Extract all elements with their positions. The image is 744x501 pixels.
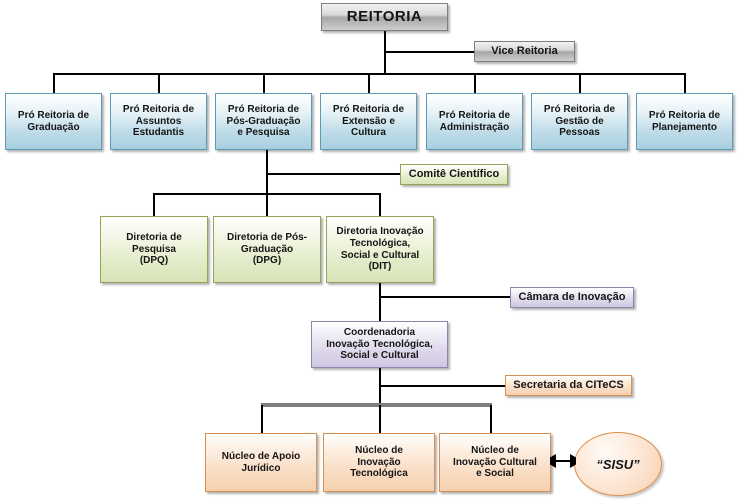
node-label: Pró Reitoria de Planejamento bbox=[648, 109, 721, 133]
connector-drop-pro-reitoria-7 bbox=[684, 73, 686, 93]
connector-vice-reitoria bbox=[385, 51, 474, 53]
node-pro-reitoria-planejamento[interactable]: Pró Reitoria de Planejamento bbox=[636, 93, 733, 150]
node-camara-inovacao[interactable]: Câmara de Inovação bbox=[510, 287, 634, 308]
connector-drop-pro-reitoria-6 bbox=[579, 73, 581, 93]
node-pro-reitoria-gestao-pessoas[interactable]: Pró Reitoria de Gestão de Pessoas bbox=[531, 93, 628, 150]
node-label: Pró Reitoria de Extensão e Cultura bbox=[332, 103, 405, 139]
connector-drop-nucleo-1 bbox=[261, 405, 263, 434]
node-diretoria-inovacao-tecnologica-social-cultural[interactable]: Diretoria Inovação Tecnológica, Social e… bbox=[326, 216, 434, 283]
connector-drop-diretoria-3 bbox=[379, 193, 381, 217]
node-nucleo-apoio-juridico[interactable]: Núcleo de Apoio Jurídico bbox=[205, 433, 317, 492]
connector-drop-pro-reitoria-1 bbox=[53, 73, 55, 93]
connector-drop-diretoria-1 bbox=[153, 193, 155, 217]
connector-drop-pro-reitoria-2 bbox=[158, 73, 160, 93]
node-secretaria-citecs-label: Secretaria da CITeCS bbox=[513, 379, 624, 392]
connector-camara-inovacao bbox=[380, 296, 511, 298]
node-sisu-label: “SISU” bbox=[596, 456, 640, 472]
node-nucleo-inovacao-cultural-social[interactable]: Núcleo de Inovação Cultural e Social bbox=[439, 433, 551, 492]
node-vice-reitoria[interactable]: Vice Reitoria bbox=[474, 41, 575, 62]
node-pro-reitoria-extensao-cultura[interactable]: Pró Reitoria de Extensão e Cultura bbox=[320, 93, 417, 150]
node-pro-reitoria-graduacao[interactable]: Pró Reitoria de Graduação bbox=[5, 93, 102, 150]
node-comite-cientifico-label: Comitê Científico bbox=[408, 168, 500, 181]
connector-drop-pro-reitoria-4 bbox=[368, 73, 370, 93]
connector-comite-cientifico bbox=[267, 173, 401, 175]
connector-drop-diretoria-2 bbox=[266, 193, 268, 217]
node-sisu[interactable]: “SISU” bbox=[574, 432, 662, 496]
node-camara-inovacao-label: Câmara de Inovação bbox=[518, 291, 626, 304]
node-pro-reitoria-assuntos-estudantis[interactable]: Pró Reitoria de Assuntos Estudantis bbox=[110, 93, 207, 150]
connector-drop-pro-reitoria-5 bbox=[474, 73, 476, 93]
node-secretaria-citecs[interactable]: Secretaria da CITeCS bbox=[505, 375, 632, 396]
connector-nucleo-bus bbox=[261, 403, 492, 407]
node-label: Núcleo de Inovação Cultural e Social bbox=[453, 444, 537, 480]
node-pro-reitoria-administracao[interactable]: Pró Reitoria de Administração bbox=[426, 93, 523, 150]
connector-drop-pro-reitoria-3 bbox=[263, 73, 265, 93]
connector-secretaria-citecs bbox=[380, 385, 506, 387]
node-coordenadoria-label: Coordenadoria Inovação Tecnológica, Soci… bbox=[326, 326, 433, 362]
node-label: Pró Reitoria de Pós-Graduação e Pesquisa bbox=[226, 103, 301, 139]
node-comite-cientifico[interactable]: Comitê Científico bbox=[400, 164, 508, 185]
node-label: Pró Reitoria de Administração bbox=[438, 109, 511, 133]
node-vice-reitoria-label: Vice Reitoria bbox=[491, 45, 558, 58]
connector-dit-stem bbox=[379, 283, 381, 321]
node-label: Diretoria Inovação Tecnológica, Social e… bbox=[336, 225, 424, 273]
node-label: Pró Reitoria de Assuntos Estudantis bbox=[122, 103, 195, 139]
node-label: Núcleo de Apoio Jurídico bbox=[221, 450, 301, 474]
connector-pos-graduacao-stem bbox=[266, 150, 268, 217]
node-reitoria[interactable]: REITORIA bbox=[321, 3, 448, 31]
node-reitoria-label: REITORIA bbox=[346, 8, 423, 26]
node-label: Diretoria de Pós- Graduação (DPG) bbox=[226, 231, 308, 267]
node-coordenadoria[interactable]: Coordenadoria Inovação Tecnológica, Soci… bbox=[311, 321, 448, 368]
connector-drop-nucleo-2 bbox=[379, 405, 381, 434]
node-nucleo-inovacao-tecnologica[interactable]: Núcleo de Inovação Tecnológica bbox=[323, 433, 435, 492]
node-diretoria-pesquisa[interactable]: Diretoria de Pesquisa (DPQ) bbox=[100, 216, 208, 283]
node-label: Pró Reitoria de Gestão de Pessoas bbox=[543, 103, 616, 139]
node-pro-reitoria-pos-graduacao-pesquisa[interactable]: Pró Reitoria de Pós-Graduação e Pesquisa bbox=[215, 93, 312, 150]
node-label: Pró Reitoria de Graduação bbox=[17, 109, 90, 133]
double-arrow-icon bbox=[550, 454, 576, 468]
connector-drop-nucleo-3 bbox=[490, 405, 492, 434]
node-label: Diretoria de Pesquisa (DPQ) bbox=[126, 231, 182, 267]
node-label: Núcleo de Inovação Tecnológica bbox=[350, 444, 408, 480]
node-diretoria-pos-graduacao[interactable]: Diretoria de Pós- Graduação (DPG) bbox=[213, 216, 321, 283]
